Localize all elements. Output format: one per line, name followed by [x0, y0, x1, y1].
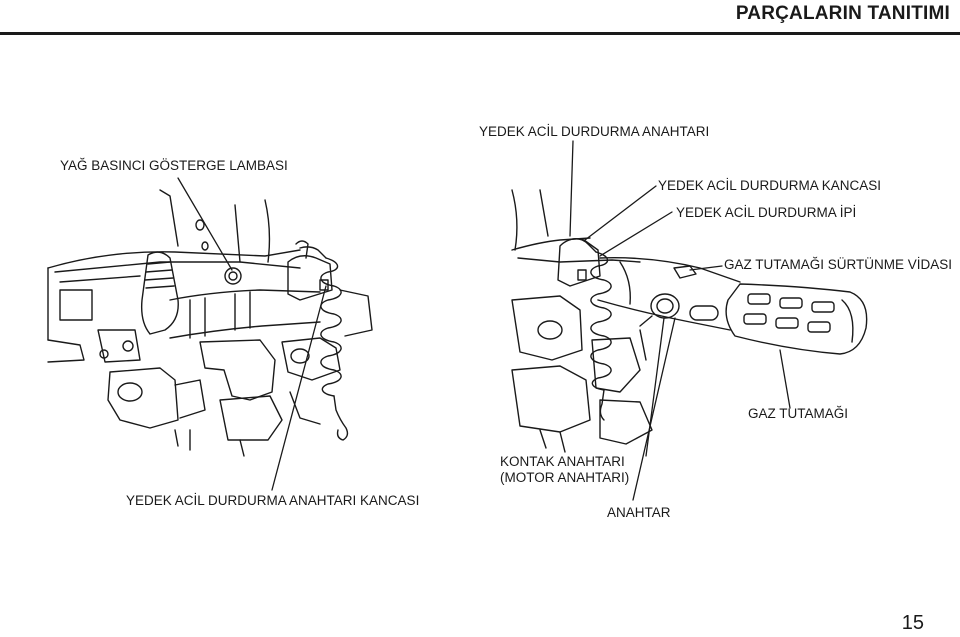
leader-emergency-clip [584, 185, 657, 241]
label-throttle-grip: GAZ TUTAMAĞI [748, 406, 849, 421]
label-emergency-stop-lanyard: YEDEK ACİL DURDURMA İPİ [676, 205, 857, 220]
leader-friction-screw [689, 265, 723, 271]
right-engine-view [511, 189, 868, 453]
page-number: 15 [901, 612, 924, 634]
leader-ignition [645, 317, 665, 457]
leader-oil-lamp [177, 177, 233, 271]
label-ignition-switch-line1: KONTAK ANAHTARI [500, 454, 625, 469]
label-ignition-switch-line2: (MOTOR ANAHTARI) [500, 470, 630, 485]
label-emergency-stop-switch: YEDEK ACİL DURDURMA ANAHTARI [479, 124, 710, 139]
leader-emergency-switch [569, 140, 574, 237]
leader-spare-clip [271, 285, 327, 491]
leader-lanyard [599, 211, 673, 257]
label-emergency-stop-clip: YEDEK ACİL DURDURMA KANCASI [658, 178, 882, 193]
label-spare-stop-clip: YEDEK ACİL DURDURMA ANAHTARI KANCASI [126, 493, 420, 508]
label-throttle-friction-screw: GAZ TUTAMAĞI SÜRTÜNME VİDASI [724, 257, 953, 272]
left-engine-view [47, 189, 373, 457]
left-lanyard-coil [299, 246, 349, 441]
label-key: ANAHTAR [607, 505, 671, 520]
leader-lines [177, 140, 791, 501]
leader-key [632, 317, 676, 501]
label-oil-pressure-lamp: YAĞ BASINCI GÖSTERGE LAMBASI [60, 158, 288, 173]
leader-throttle-grip [779, 349, 791, 409]
page-title: PARÇALARIN TANITIMI [735, 3, 950, 24]
header-rule [0, 32, 960, 35]
right-lanyard-coil [567, 237, 612, 421]
